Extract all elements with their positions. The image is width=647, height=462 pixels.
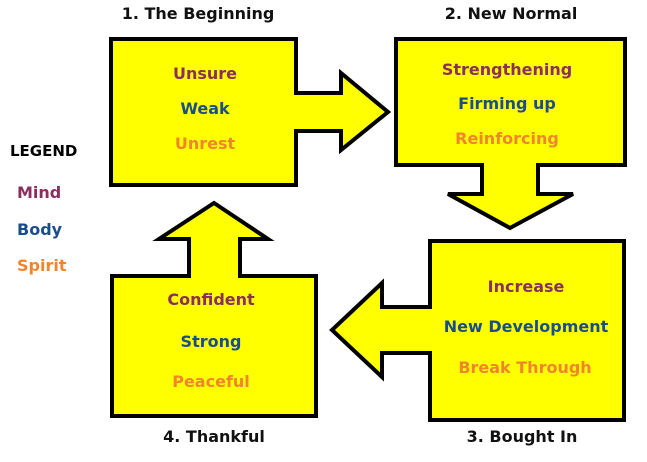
stage-4-spirit: Peaceful xyxy=(172,372,250,391)
stage-1-mind: Unsure xyxy=(172,64,238,83)
stage-2-body: Firming up xyxy=(458,94,556,113)
stage-2-shape xyxy=(394,37,627,231)
legend-item-spirit: Spirit xyxy=(17,256,67,275)
stage-4-mind: Confident xyxy=(167,290,255,309)
stage-2-mind: Strengthening xyxy=(441,60,573,79)
stage-4-shape xyxy=(110,200,318,418)
legend-item-body: Body xyxy=(17,220,63,239)
stage-3-title: 3. Bought In xyxy=(466,427,578,446)
stage-1-shape xyxy=(109,37,392,187)
stage-4-title: 4. Thankful xyxy=(163,427,265,446)
stage-1-body: Weak xyxy=(180,99,230,118)
stage-2-title: 2. New Normal xyxy=(444,4,578,23)
stage-3-body: New Development xyxy=(443,317,609,336)
legend-item-mind: Mind xyxy=(17,183,62,202)
stage-1-title: 1. The Beginning xyxy=(121,4,275,23)
stage-4-body: Strong xyxy=(180,332,242,351)
stage-2-spirit: Reinforcing xyxy=(455,129,559,148)
legend-title: LEGEND xyxy=(10,142,78,160)
stage-3-shape xyxy=(329,239,626,422)
stage-1-spirit: Unrest xyxy=(174,134,236,153)
stage-3-mind: Increase xyxy=(487,277,565,296)
stage-3-spirit: Break Through xyxy=(458,358,592,377)
